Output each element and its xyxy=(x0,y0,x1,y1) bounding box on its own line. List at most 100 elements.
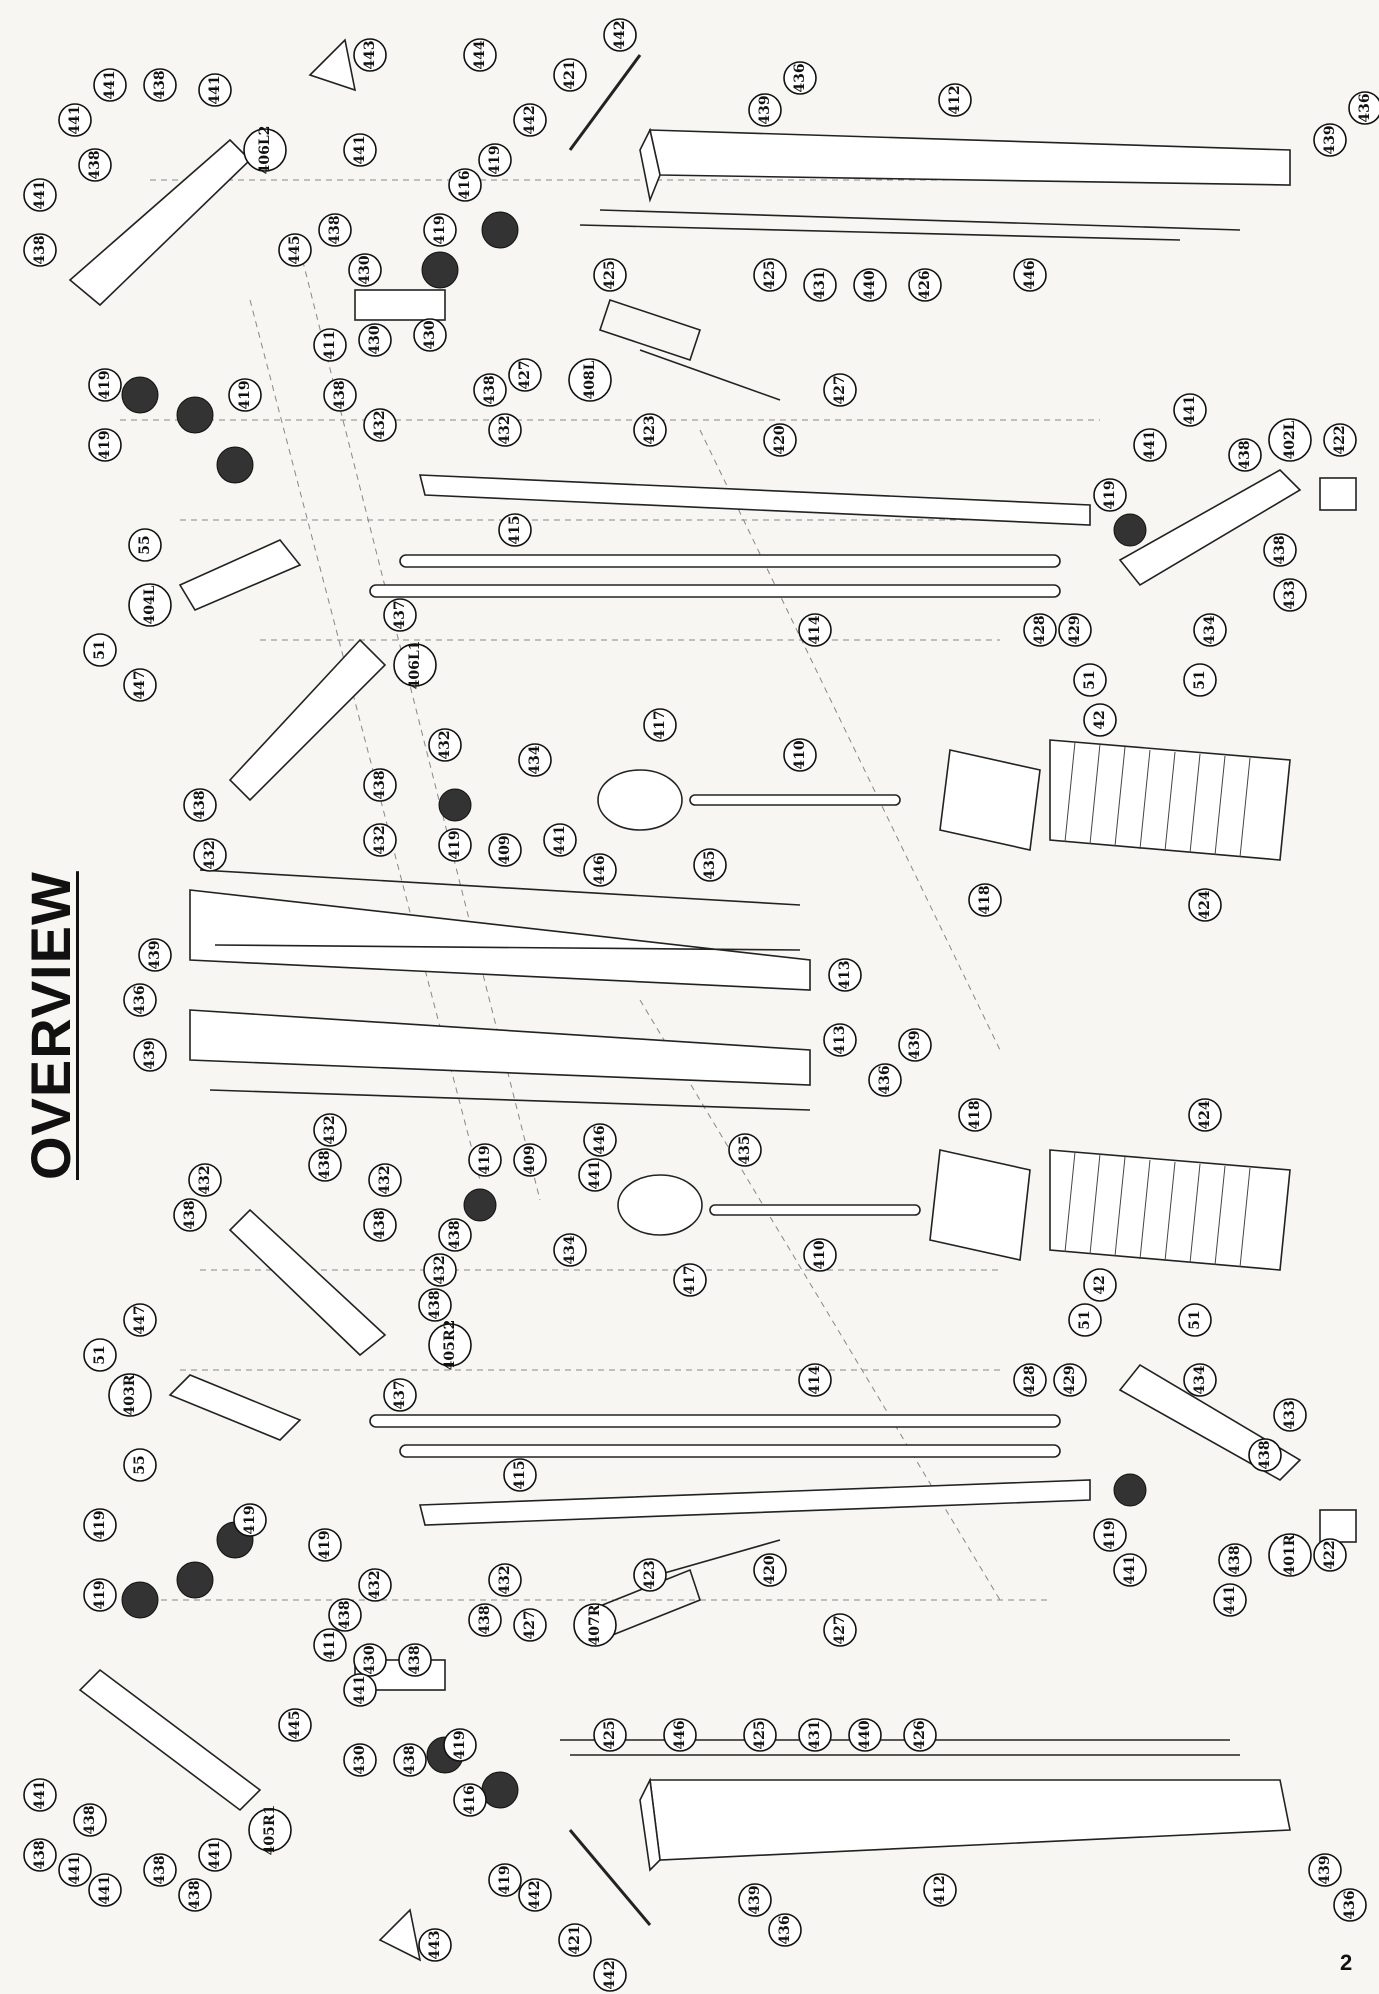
callout-label: 408L xyxy=(582,360,598,399)
callout-label: 432 xyxy=(377,1165,393,1194)
part-callout-410: 410 xyxy=(803,1238,837,1272)
callout-label: 426 xyxy=(912,1720,928,1749)
callout-circle xyxy=(243,128,287,172)
callout-label: 430 xyxy=(362,1645,378,1674)
callout-circle xyxy=(488,1563,522,1597)
base-402L xyxy=(1118,469,1302,587)
callout-circle xyxy=(743,1718,777,1752)
callout-circle xyxy=(123,668,157,702)
callout-circle xyxy=(503,1458,537,1492)
part-callout-441: 441 xyxy=(58,103,92,137)
callout-label: 438 xyxy=(482,375,498,404)
callout-label: 425 xyxy=(762,260,778,289)
part-callout-432: 432 xyxy=(428,728,462,762)
callout-circle xyxy=(143,1853,177,1887)
callout-circle xyxy=(1093,478,1127,512)
callout-circle xyxy=(1273,578,1307,612)
callout-circle xyxy=(1178,1303,1212,1337)
part-callout-419: 419 xyxy=(438,828,472,862)
part-callout-419: 419 xyxy=(468,1143,502,1177)
callout-circle xyxy=(193,838,227,872)
callout-circle xyxy=(968,883,1002,917)
callout-circle xyxy=(23,1838,57,1872)
callout-label: 425 xyxy=(602,260,618,289)
callout-circle xyxy=(1023,613,1057,647)
part-callout-426: 426 xyxy=(903,1718,937,1752)
callout-label: 434 xyxy=(1192,1365,1208,1394)
pulleys-419 xyxy=(121,211,1147,1809)
part-callout-411: 411 xyxy=(313,1628,347,1662)
callout-label: 438 xyxy=(477,1605,493,1634)
callout-circle xyxy=(83,1338,117,1372)
part-callout-407R: 407R xyxy=(573,1603,617,1647)
callout-label: 418 xyxy=(977,885,993,914)
callout-label: 51 xyxy=(1077,1310,1093,1329)
callout-circle xyxy=(363,823,397,857)
callout-circle xyxy=(348,253,382,287)
callout-label: 434 xyxy=(1202,615,1218,644)
selector-rod-410-bottom xyxy=(709,1204,921,1216)
callout-label: 413 xyxy=(837,960,853,989)
callout-circle xyxy=(428,728,462,762)
callout-circle xyxy=(123,1448,157,1482)
part-callout-446: 446 xyxy=(583,853,617,887)
callout-circle xyxy=(1228,438,1262,472)
part-callout-439: 439 xyxy=(133,1038,167,1072)
callout-circle xyxy=(1188,888,1222,922)
callout-circle xyxy=(828,958,862,992)
callout-circle xyxy=(908,268,942,302)
callout-circle xyxy=(198,1838,232,1872)
part-callout-419: 419 xyxy=(228,378,262,412)
callout-label: 442 xyxy=(522,105,538,134)
part-callout-441: 441 xyxy=(1213,1583,1247,1617)
callout-label: 419 xyxy=(317,1530,333,1559)
callout-circle xyxy=(1058,613,1092,647)
callout-circle xyxy=(1083,1268,1117,1302)
callout-circle xyxy=(418,1288,452,1322)
callout-circle xyxy=(578,1158,612,1192)
callout-label: 419 xyxy=(452,1730,468,1759)
callout-label: 421 xyxy=(567,1925,583,1954)
callout-label: 411 xyxy=(322,1630,338,1659)
page-number: 2 xyxy=(1340,1950,1353,1975)
press-arm-408L xyxy=(598,298,781,401)
callout-label: 427 xyxy=(832,375,848,404)
page-title: OVERVIEW xyxy=(19,871,82,1180)
callout-label: 441 xyxy=(1222,1585,1238,1614)
callout-circle xyxy=(1268,1533,1312,1577)
callout-label: 419 xyxy=(477,1145,493,1174)
part-callout-42: 42 xyxy=(1083,703,1117,737)
callout-label: 401R xyxy=(1282,1534,1298,1575)
callout-circle xyxy=(768,1913,802,1947)
callout-circle xyxy=(23,233,57,267)
callout-label: 438 xyxy=(152,1855,168,1884)
part-callout-441: 441 xyxy=(198,1838,232,1872)
callout-circle xyxy=(753,258,787,292)
part-callout-430: 430 xyxy=(413,318,447,352)
plate-405R1 xyxy=(78,1668,262,1812)
part-callout-428: 428 xyxy=(1013,1363,1047,1397)
callout-label: 438 xyxy=(427,1290,443,1319)
part-callout-432: 432 xyxy=(423,1253,457,1287)
part-callout-417: 417 xyxy=(643,708,677,742)
part-callout-405R2: 405R2 xyxy=(428,1320,472,1370)
callout-circle xyxy=(903,1718,937,1752)
callout-label: 438 xyxy=(317,1150,333,1179)
rail-412-top xyxy=(579,127,1291,241)
weight-stack-top xyxy=(939,739,1291,861)
part-callout-447: 447 xyxy=(123,1303,157,1337)
part-callout-426: 426 xyxy=(908,268,942,302)
callout-label: 42 xyxy=(1092,1275,1108,1294)
callout-label: 51 xyxy=(1082,670,1098,689)
callout-circle xyxy=(343,133,377,167)
callout-label: 409 xyxy=(497,835,513,864)
part-callout-425: 425 xyxy=(743,1718,777,1752)
callout-label: 446 xyxy=(672,1720,688,1749)
callout-circle xyxy=(513,1143,547,1177)
part-callout-406L2: 406L2 xyxy=(243,126,287,174)
callout-circle xyxy=(368,1163,402,1197)
callout-label: 439 xyxy=(907,1030,923,1059)
callout-label: 419 xyxy=(97,370,113,399)
callout-label: 443 xyxy=(427,1930,443,1959)
callout-label: 51 xyxy=(1187,1310,1203,1329)
